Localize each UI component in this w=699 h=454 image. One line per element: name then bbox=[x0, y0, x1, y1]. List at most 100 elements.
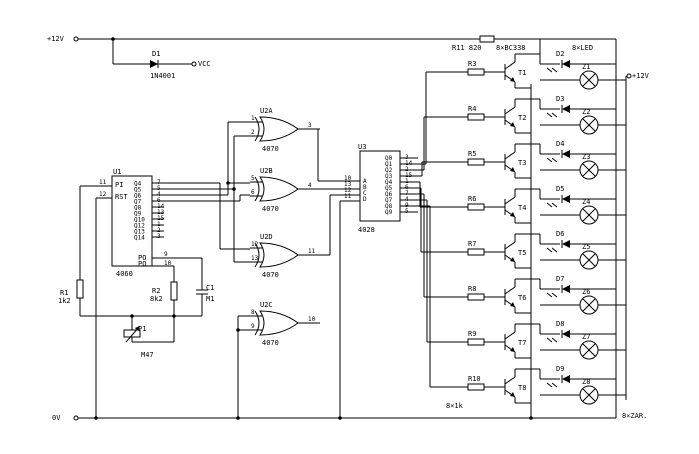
diode-d1: D1 1N4001 VCC bbox=[111, 37, 211, 80]
stage-r-3: R5 bbox=[468, 150, 476, 158]
u1-chip: 4060 bbox=[116, 270, 133, 278]
stage-z-6: Z6 bbox=[582, 288, 590, 296]
u3-in-d: D bbox=[363, 196, 367, 203]
stage-r-6: R8 bbox=[468, 285, 476, 293]
gate-in1-0: 1 bbox=[251, 115, 255, 122]
gate-in2-1: 6 bbox=[251, 189, 255, 196]
u3-inpin-3: 11 bbox=[344, 193, 352, 200]
u1-osc-pin10: 10 bbox=[164, 260, 172, 267]
u3-in-a: A bbox=[363, 178, 367, 185]
power-rails: +12V 0V +12V bbox=[47, 35, 650, 422]
r1-value: 1k2 bbox=[58, 297, 71, 305]
u3-inpin-1: 13 bbox=[344, 181, 352, 188]
u3-out-q7: Q7 bbox=[385, 197, 393, 204]
u1-name: U1 bbox=[113, 168, 121, 176]
gate-out-2: 11 bbox=[308, 248, 316, 255]
u1-out-q4: Q4 bbox=[134, 181, 142, 188]
u1-out-q6: Q6 bbox=[134, 193, 142, 200]
p1-value: M47 bbox=[141, 351, 154, 359]
plus12-terminal bbox=[73, 36, 79, 42]
vcc-label: VCC bbox=[198, 60, 211, 68]
stage-t-5: T5 bbox=[518, 249, 526, 257]
stage-t-2: T2 bbox=[518, 114, 526, 122]
u1-osc-po1: PO bbox=[138, 254, 146, 262]
gate-u2a: U2A 4070 1 2 3 bbox=[250, 107, 320, 153]
stage-r-7: R9 bbox=[468, 330, 476, 338]
r2-name: R2 bbox=[152, 287, 160, 295]
led-note: 8×LED bbox=[572, 44, 593, 52]
driver-stages: R3T1D2Z1R4T2D3Z2R5T3D4Z3R6T4D5Z4R7T5D6Z5… bbox=[418, 39, 626, 420]
stage-t-6: T6 bbox=[518, 294, 526, 302]
plus12-right-label: +12V bbox=[632, 72, 650, 80]
gate-chip-1: 4070 bbox=[262, 205, 279, 213]
xor-gates: U2A4070123U2B4070564U2D4070121311U2C4070… bbox=[250, 107, 320, 347]
stage-t-4: T4 bbox=[518, 204, 526, 212]
stage-t-8: T8 bbox=[518, 384, 526, 392]
stage-r-8: R10 bbox=[468, 375, 481, 383]
gate-chip-2: 4070 bbox=[262, 271, 279, 279]
stage-t-7: T7 bbox=[518, 339, 526, 347]
gate-name-3: U2C bbox=[260, 301, 273, 309]
u3-out-q9: Q9 bbox=[385, 209, 393, 216]
u3-in-c: C bbox=[363, 190, 367, 197]
gate-out-0: 3 bbox=[308, 122, 312, 129]
u3-out-q6: Q6 bbox=[385, 191, 393, 198]
stage-d-4: D5 bbox=[556, 185, 564, 193]
transistor-note: 8×BC338 bbox=[496, 44, 526, 52]
stage-z-4: Z4 bbox=[582, 198, 590, 206]
stage-z-3: Z3 bbox=[582, 153, 590, 161]
resistor-r11: R11 820 8×BC338 8×LED bbox=[452, 35, 593, 52]
stage-d-3: D4 bbox=[556, 140, 564, 148]
stage-z-7: Z7 bbox=[582, 333, 590, 341]
gate-name-2: U2D bbox=[260, 233, 273, 241]
stage-z-2: Z2 bbox=[582, 108, 590, 116]
zero-label: 0V bbox=[52, 414, 61, 422]
stage-r-2: R4 bbox=[468, 105, 476, 113]
d1-name: D1 bbox=[152, 50, 160, 58]
c1-name: C1 bbox=[206, 284, 214, 292]
stage-t-3: T3 bbox=[518, 159, 526, 167]
u1-out-q7: Q7 bbox=[134, 199, 142, 206]
gate-in1-2: 12 bbox=[251, 241, 259, 248]
gate-in2-3: 9 bbox=[251, 323, 255, 330]
u1-pinnum-12: 12 bbox=[99, 191, 107, 198]
stage-r-1: R3 bbox=[468, 60, 476, 68]
r11-label: R11 820 bbox=[452, 44, 482, 52]
plus12-label: +12V bbox=[47, 35, 65, 43]
u3-out-q1: Q1 bbox=[385, 161, 393, 168]
u1-out-q12: Q12 bbox=[134, 223, 145, 230]
stage-d-2: D3 bbox=[556, 95, 564, 103]
oscillator-network: R1 1k2 R2 8k2 C1 M1 P1 M47 bbox=[58, 185, 214, 420]
u3-out-q4: Q4 bbox=[385, 179, 393, 186]
gate-in1-3: 8 bbox=[251, 309, 255, 316]
u1-out-q13: Q13 bbox=[134, 229, 145, 236]
lamp-note: 8×ZAR. bbox=[622, 412, 647, 420]
stage-d-5: D6 bbox=[556, 230, 564, 238]
u3-chip: 4028 bbox=[358, 226, 375, 234]
resistor-note: 8×1k bbox=[446, 402, 464, 410]
gate-chip-0: 4070 bbox=[262, 145, 279, 153]
u3-out-q2: Q2 bbox=[385, 167, 393, 174]
r1-name: R1 bbox=[60, 289, 68, 297]
u3-out-q5: Q5 bbox=[385, 185, 393, 192]
stage-r-4: R6 bbox=[468, 195, 476, 203]
d1-part: 1N4001 bbox=[150, 72, 175, 80]
stage-d-6: D7 bbox=[556, 275, 564, 283]
stage-d-8: D9 bbox=[556, 365, 564, 373]
plus12-right-terminal bbox=[626, 73, 632, 79]
stage-t-1: T1 bbox=[518, 69, 526, 77]
gate-out-3: 10 bbox=[308, 316, 316, 323]
stage-z-1: Z1 bbox=[582, 63, 590, 71]
gate-name-0: U2A bbox=[260, 107, 273, 115]
gate-in2-0: 2 bbox=[251, 129, 255, 136]
gate-in1-1: 5 bbox=[251, 175, 255, 182]
